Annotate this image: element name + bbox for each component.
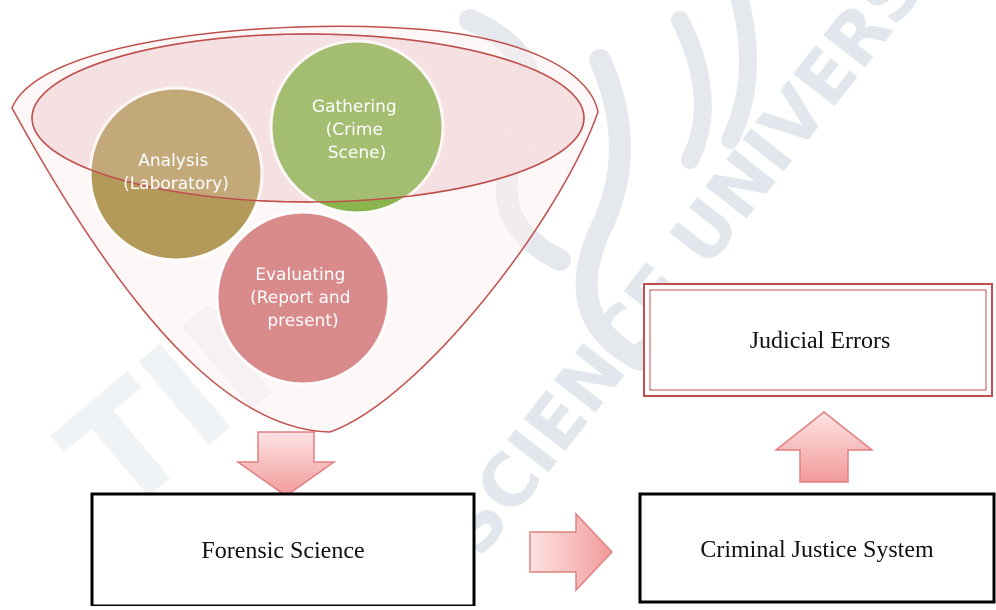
criminal-justice-box: Criminal Justice System [638, 492, 996, 604]
gathering-label: Gathering (Crime Scene) [312, 97, 402, 163]
forensic-science-box: Forensic Science [90, 492, 476, 608]
up-arrow-icon [773, 411, 875, 483]
judicial-errors-box: Judicial Errors [643, 283, 993, 397]
analysis-label: Analysis (Laboratory) [123, 151, 229, 194]
circle-gathering [269, 39, 445, 215]
circle-evaluating [215, 210, 391, 386]
evaluating-label: Evaluating (Report and present) [250, 265, 356, 331]
right-arrow-icon [529, 512, 614, 592]
criminal-justice-label: Criminal Justice System [700, 537, 934, 563]
down-arrow-icon [235, 431, 337, 497]
funnel: Analysis (Laboratory) Gathering (Crime S… [11, 25, 599, 433]
judicial-errors-label: Judicial Errors [750, 328, 891, 354]
forensic-science-label: Forensic Science [201, 538, 364, 564]
circle-analysis [88, 86, 264, 262]
